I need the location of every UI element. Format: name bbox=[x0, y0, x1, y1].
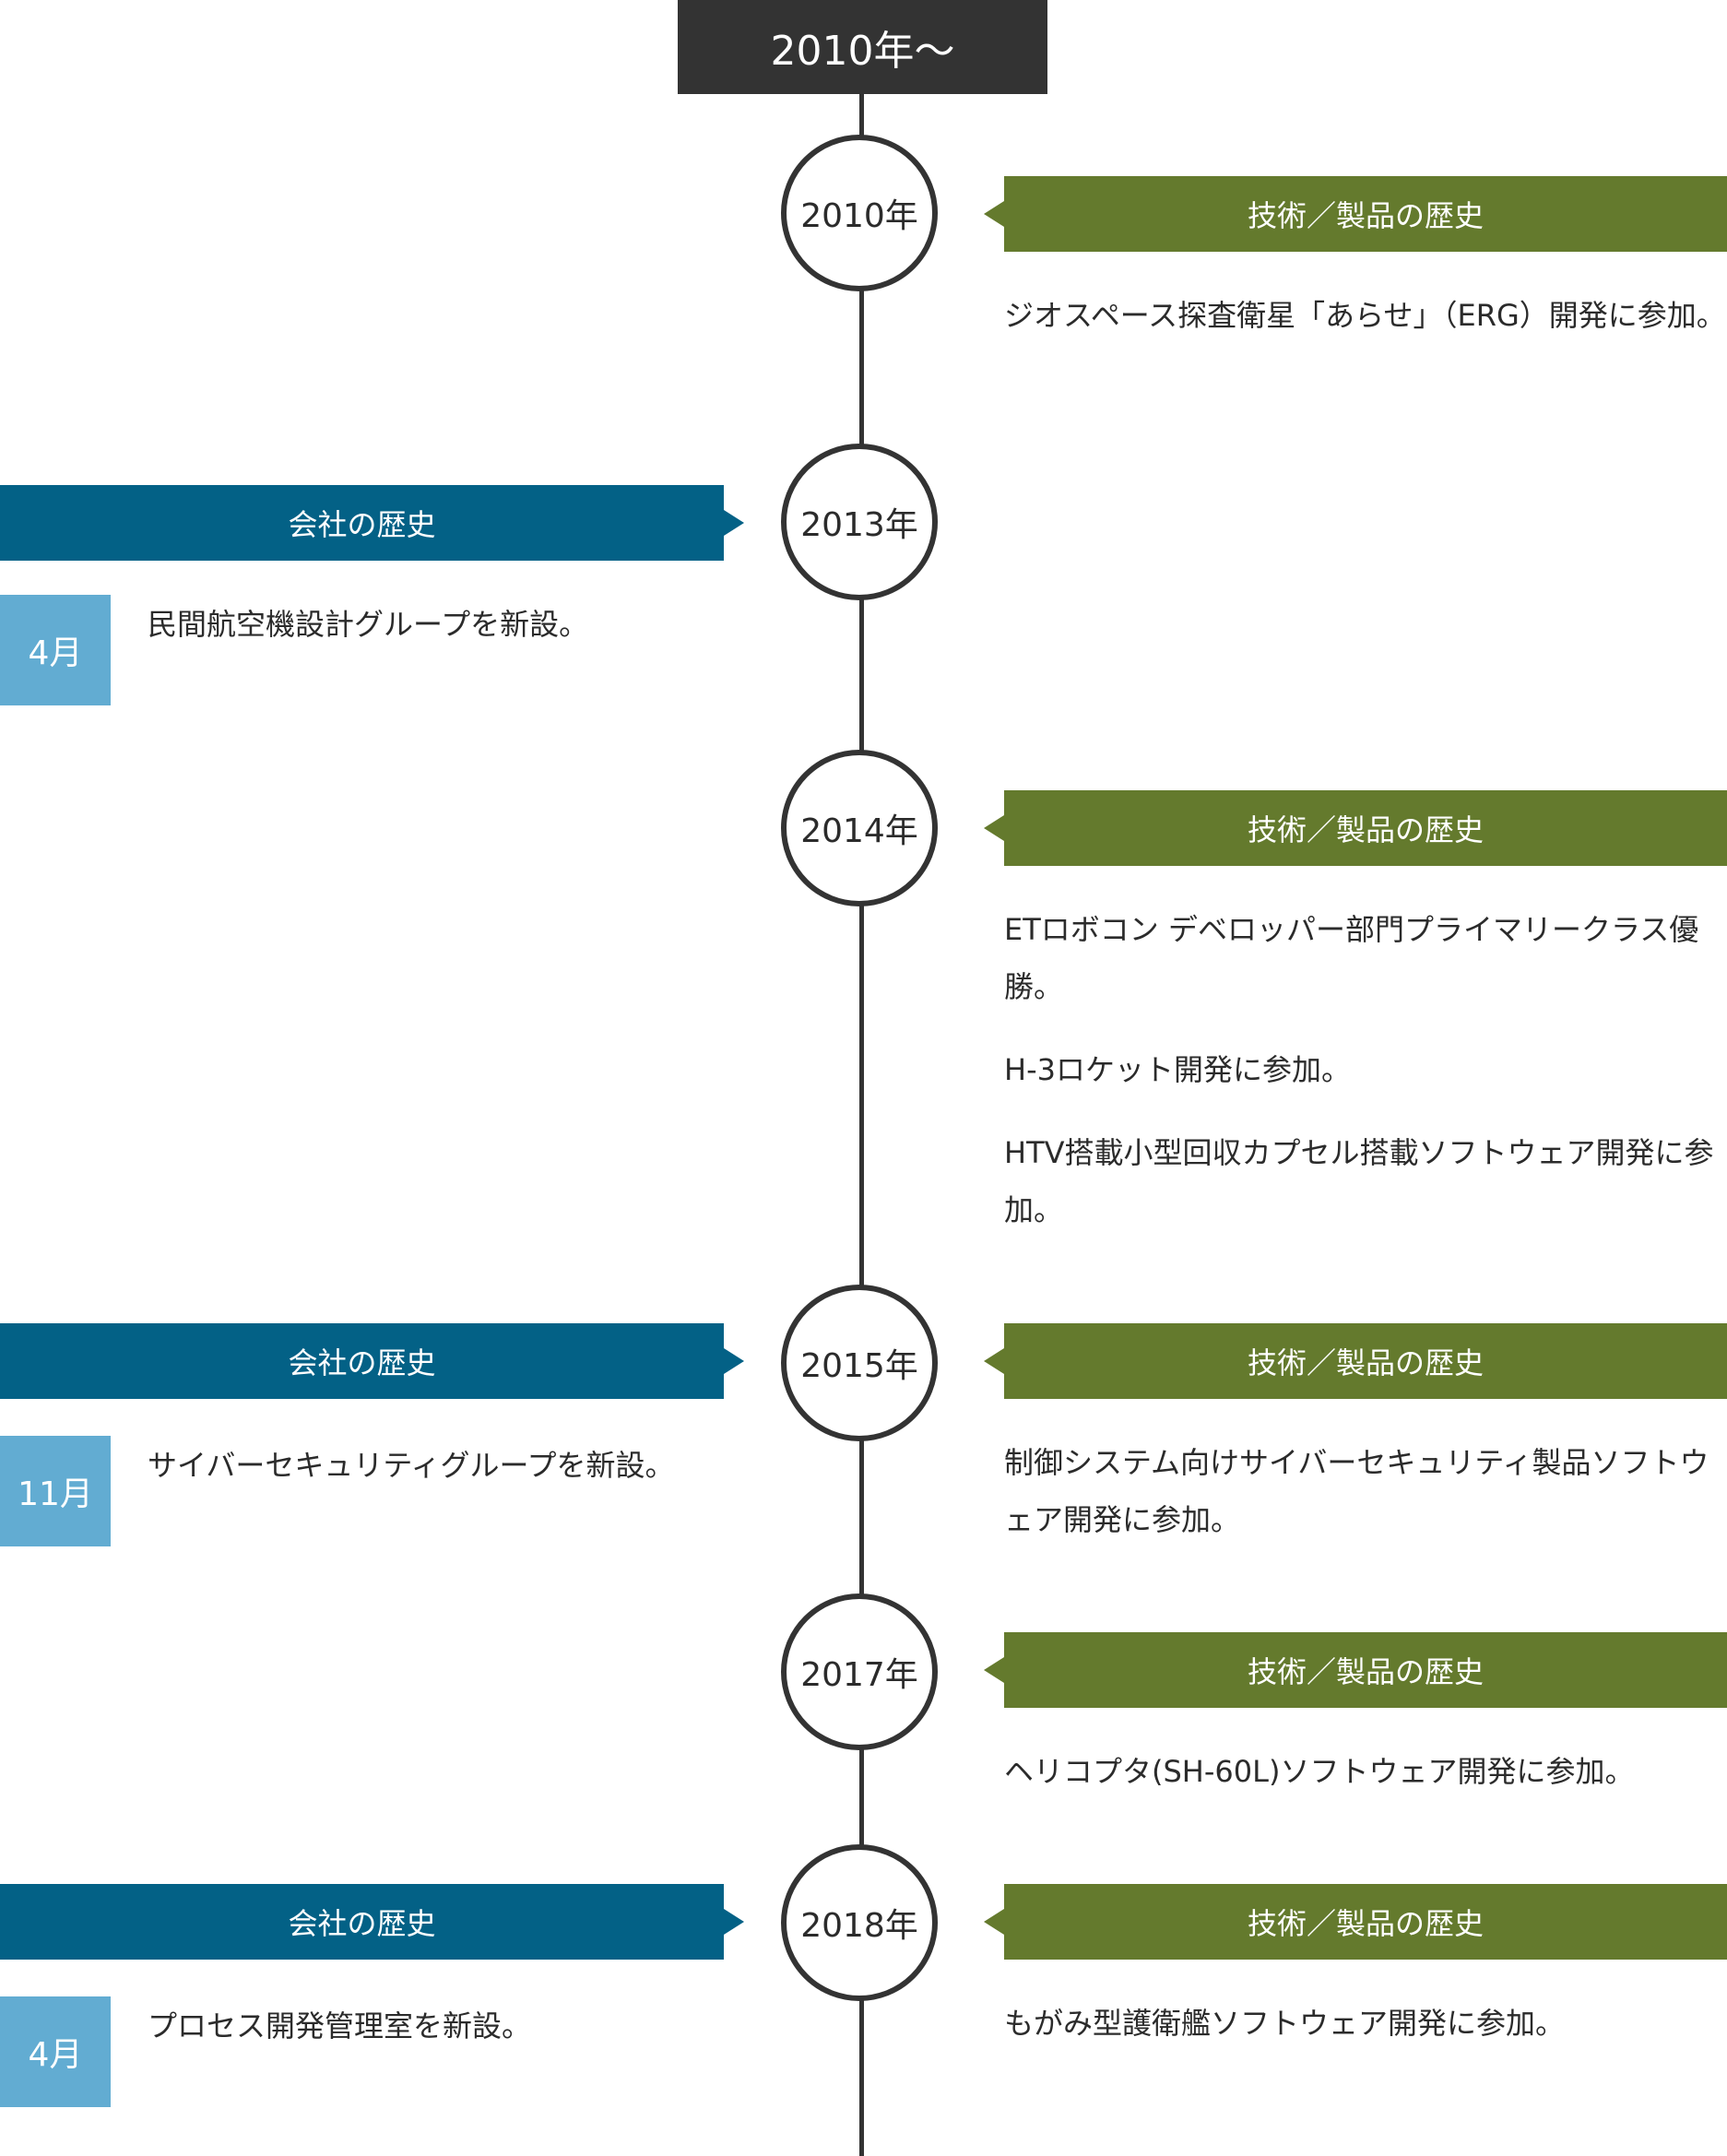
tech-history-item: H-3ロケット開発に参加。 bbox=[1004, 1052, 1351, 1087]
tech-history-list: ETロボコン デベロッパー部門プライマリークラス優勝。 H-3ロケット開発に参加… bbox=[1004, 901, 1727, 1238]
tech-history-header: 技術／製品の歴史 bbox=[984, 1884, 1727, 1960]
month-badge: 11月 bbox=[0, 1436, 111, 1546]
tech-history-list: ヘリコプタ(SH-60L)ソフトウェア開発に参加。 bbox=[1004, 1743, 1727, 1800]
tech-history-list: ジオスペース探査衛星「あらせ」（ERG）開発に参加。 bbox=[1004, 287, 1727, 344]
month-badge: 4月 bbox=[0, 1996, 111, 2107]
company-history-header: 会社の歴史 bbox=[0, 1323, 744, 1399]
tech-history-list: 制御システム向けサイバーセキュリティ製品ソフトウェア開発に参加。 bbox=[1004, 1434, 1727, 1548]
company-history-text: 民間航空機設計グループを新設。 bbox=[148, 607, 589, 642]
year-circle: 2015年 bbox=[781, 1285, 938, 1441]
tech-history-item: ETロボコン デベロッパー部門プライマリークラス優勝。 bbox=[1004, 912, 1699, 1004]
company-history-text: プロセス開発管理室を新設。 bbox=[148, 2008, 532, 2043]
tech-history-item: ヘリコプタ(SH-60L)ソフトウェア開発に参加。 bbox=[1004, 1754, 1635, 1789]
timeline-axis-line bbox=[859, 88, 864, 2156]
tech-history-header: 技術／製品の歴史 bbox=[984, 1632, 1727, 1708]
company-history-header: 会社の歴史 bbox=[0, 1884, 744, 1960]
tech-history-item: 制御システム向けサイバーセキュリティ製品ソフトウェア開発に参加。 bbox=[1004, 1445, 1709, 1537]
month-badge: 4月 bbox=[0, 595, 111, 705]
year-circle: 2013年 bbox=[781, 444, 938, 600]
tech-history-item: もがみ型護衛艦ソフトウェア開発に参加。 bbox=[1004, 2006, 1566, 2041]
tech-history-header: 技術／製品の歴史 bbox=[984, 176, 1727, 252]
year-circle: 2018年 bbox=[781, 1844, 938, 2001]
year-circle: 2010年 bbox=[781, 135, 938, 291]
tech-history-header: 技術／製品の歴史 bbox=[984, 1323, 1727, 1399]
company-history-text: サイバーセキュリティグループを新設。 bbox=[148, 1448, 675, 1483]
tech-history-item: ジオスペース探査衛星「あらせ」（ERG）開発に参加。 bbox=[1004, 298, 1726, 333]
tech-history-header: 技術／製品の歴史 bbox=[984, 790, 1727, 866]
era-label: 2010年〜 bbox=[678, 0, 1047, 94]
year-circle: 2014年 bbox=[781, 750, 938, 906]
tech-history-item: HTV搭載小型回収カプセル搭載ソフトウェア開発に参加。 bbox=[1004, 1135, 1714, 1227]
tech-history-list: もがみ型護衛艦ソフトウェア開発に参加。 bbox=[1004, 1995, 1727, 2052]
company-history-header: 会社の歴史 bbox=[0, 485, 744, 561]
year-circle: 2017年 bbox=[781, 1593, 938, 1750]
